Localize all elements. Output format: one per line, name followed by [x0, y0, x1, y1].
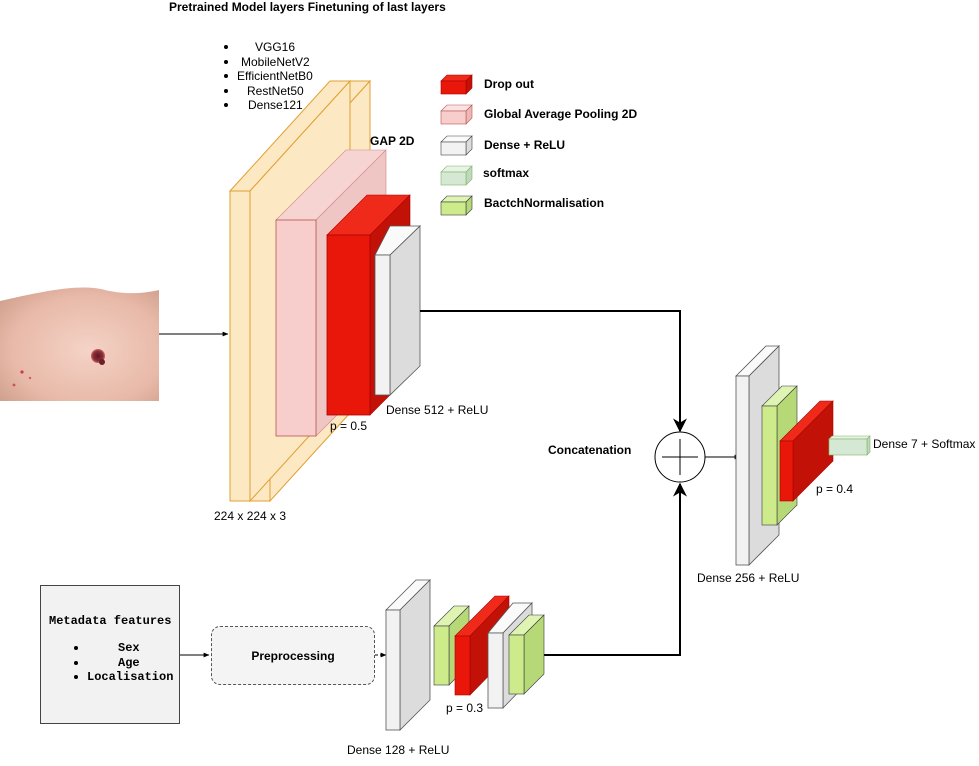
- preprocessing-label: Preprocessing: [251, 648, 335, 663]
- metadata-features-box: Metadata features Sex Age Localisation: [40, 585, 180, 724]
- input-size-label: 224 x 224 x 3: [214, 509, 287, 523]
- legend-swatch-gap: [440, 104, 473, 125]
- legend-swatch-batchnorm: [440, 195, 473, 216]
- dense-128-block: [385, 579, 431, 731]
- dense-7-label: Dense 7 + Softmax: [873, 437, 976, 451]
- legend-label-batchnorm: BactchNormalisation: [484, 196, 605, 210]
- concatenation-label: Concatenation: [548, 443, 632, 457]
- dropout-p04-label: p = 0.4: [816, 482, 854, 496]
- batchnorm-block-meta-2: [508, 614, 545, 695]
- arrow-metadata-to-concat: [543, 482, 687, 656]
- arrow-cnn-to-concat: [420, 310, 687, 433]
- concatenation-icon: [654, 431, 706, 483]
- diagram-title: Pretrained Model layers Finetuning of la…: [169, 0, 446, 14]
- legend-label-dropout: Drop out: [484, 77, 534, 91]
- preprocessing-box: Preprocessing: [211, 626, 375, 685]
- input-skin-image: [0, 266, 159, 401]
- dense-512-label: Dense 512 + ReLU: [386, 403, 489, 417]
- dropout-p03-label: p = 0.3: [446, 701, 484, 715]
- dense-128-label: Dense 128 + ReLU: [347, 743, 450, 757]
- metadata-title: Metadata features: [49, 614, 172, 628]
- legend-label-softmax: softmax: [483, 166, 530, 180]
- dense-512-block: [374, 225, 421, 396]
- legend-swatch-dense-relu: [440, 135, 473, 156]
- dropout-block-p04: [779, 400, 834, 502]
- softmax-block: [828, 435, 871, 456]
- legend-swatch-dropout: [440, 74, 473, 95]
- gap-label: GAP 2D: [370, 134, 415, 148]
- dense-256-label: Dense 256 + ReLU: [697, 571, 800, 585]
- legend-label-dense-relu: Dense + ReLU: [484, 138, 566, 152]
- dropout-p05-label: p = 0.5: [330, 419, 368, 433]
- legend-label-gap: Global Average Pooling 2D: [484, 107, 638, 121]
- legend-swatch-softmax: [440, 165, 473, 186]
